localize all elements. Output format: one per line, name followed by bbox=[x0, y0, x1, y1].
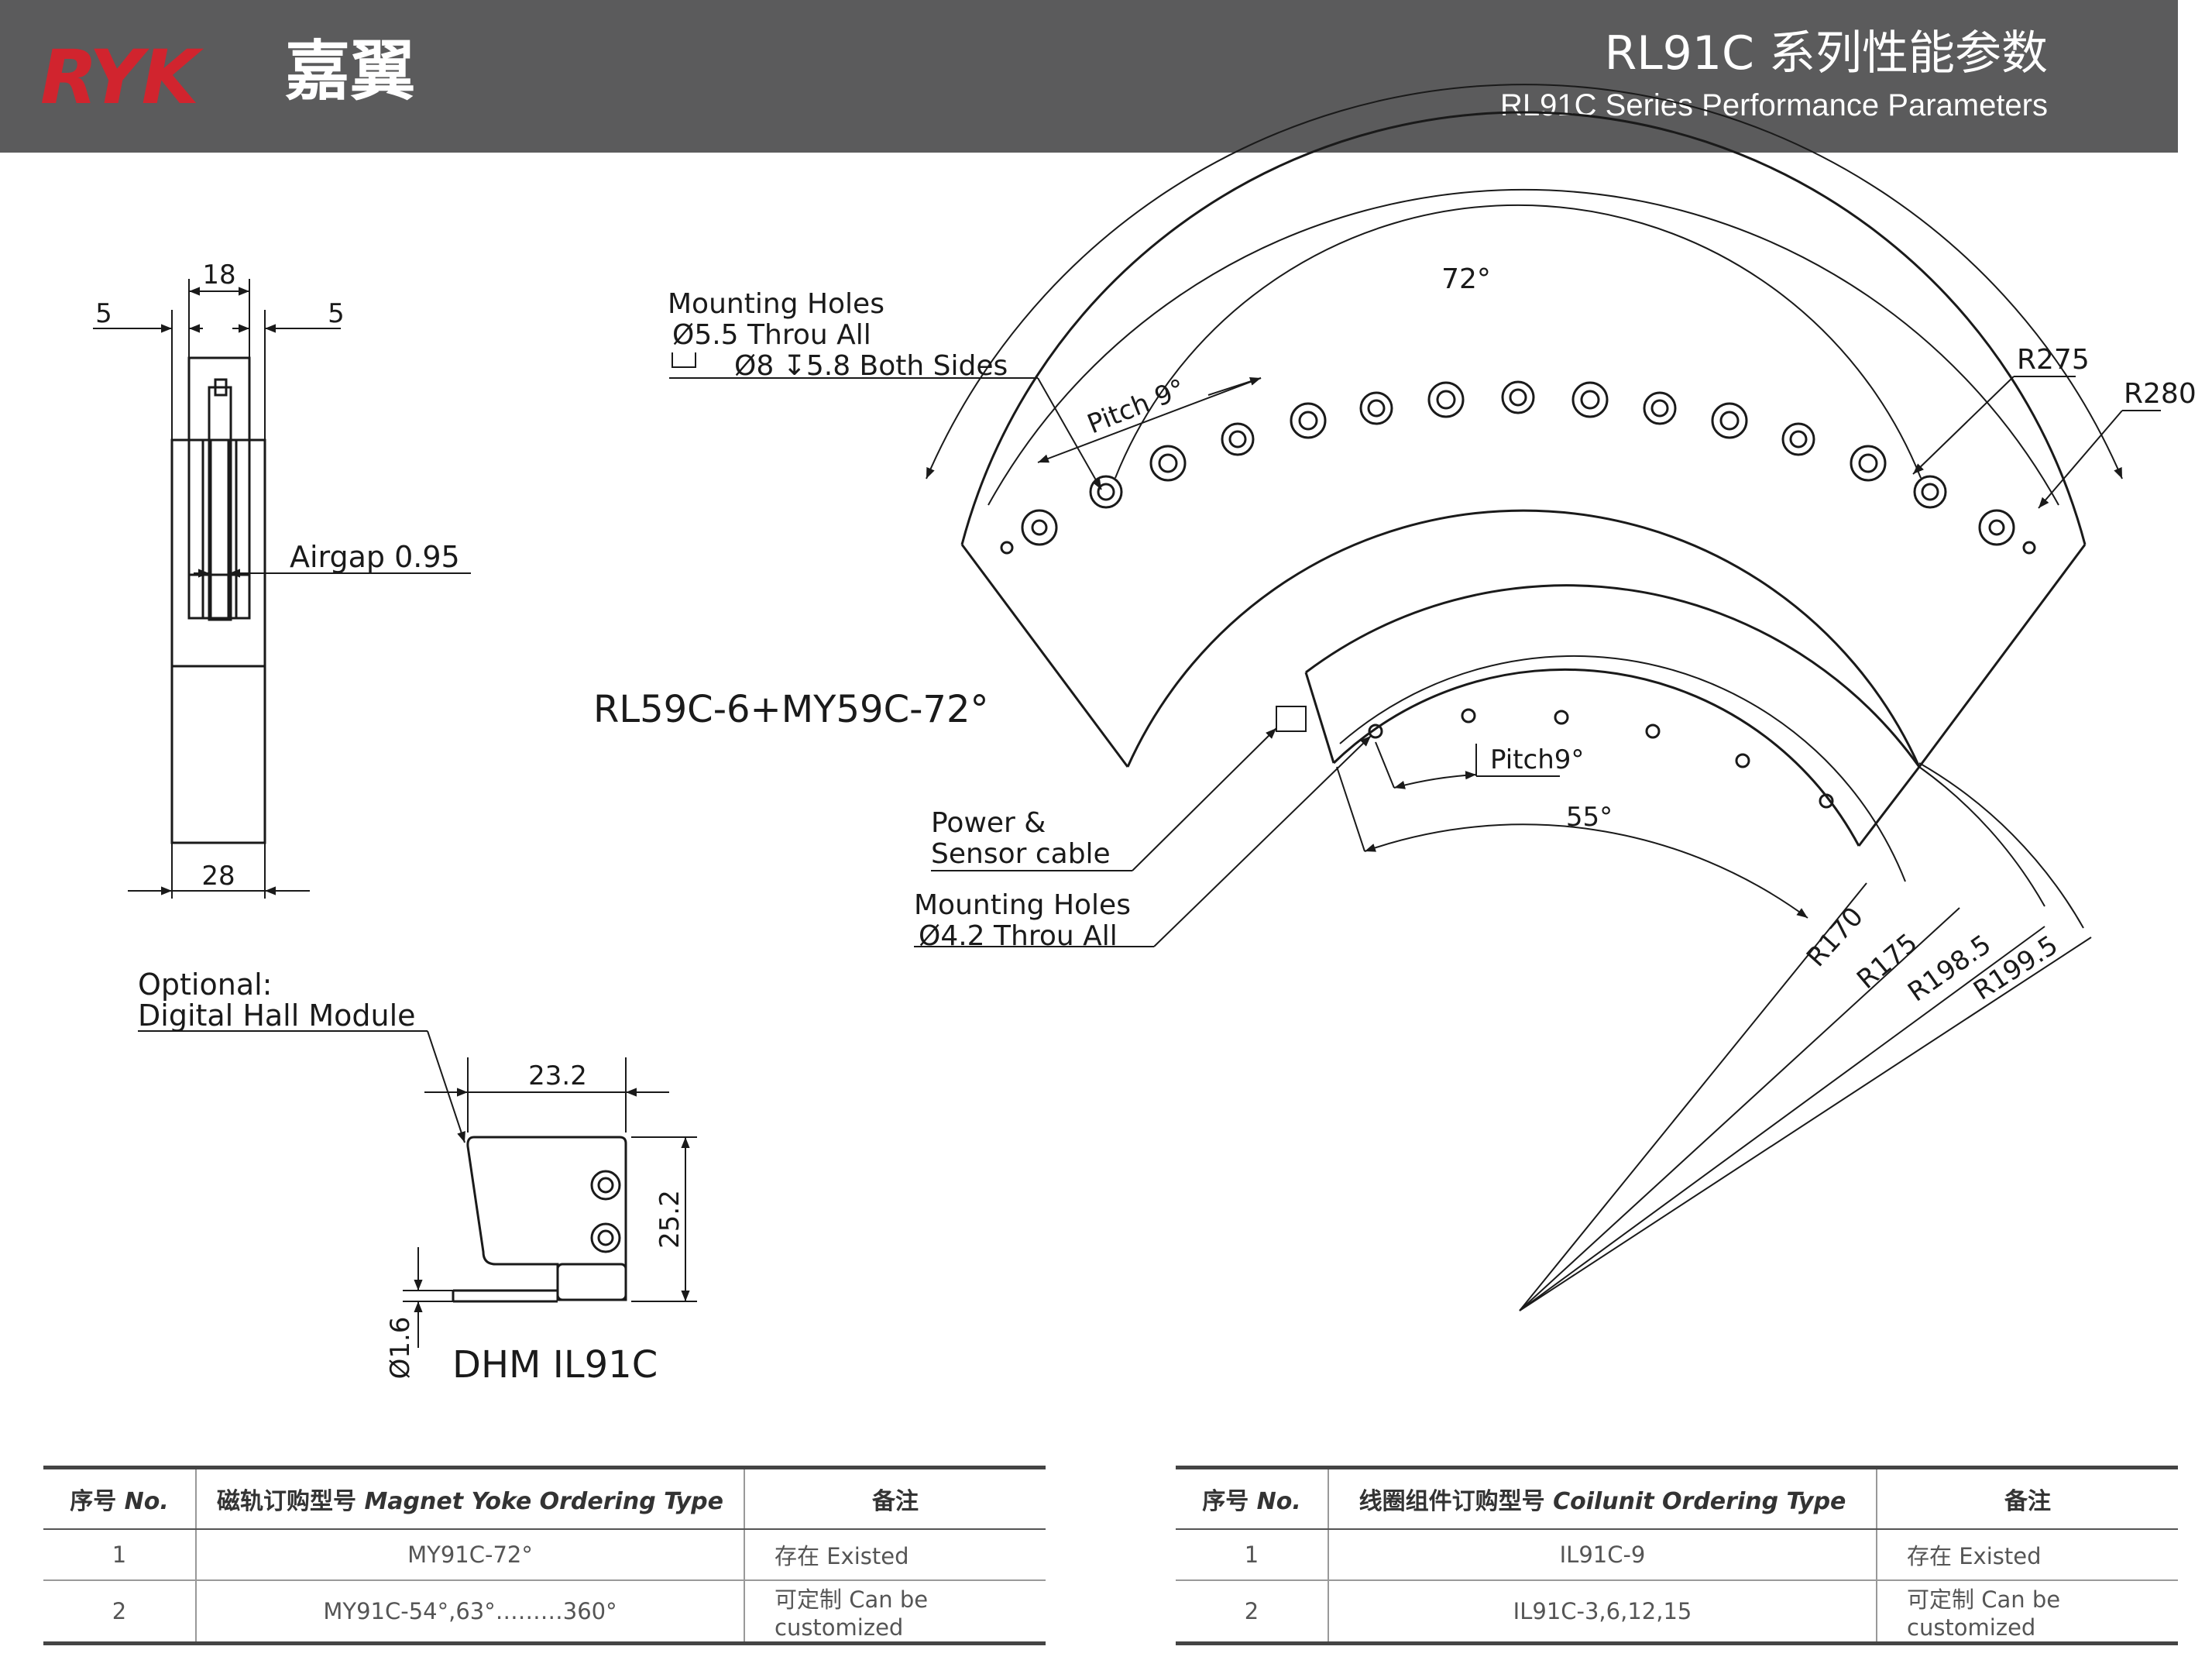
mounting-holes-leader bbox=[669, 352, 1102, 490]
dim-25-2: 25.2 bbox=[654, 1190, 685, 1249]
header-type-cn: 磁轨订购型号 bbox=[216, 1488, 356, 1515]
side-section-view bbox=[93, 279, 471, 899]
cell-type: MY91C-54°,63°………360° bbox=[195, 1580, 744, 1645]
dim-55: 55° bbox=[1566, 802, 1613, 833]
cell-type: IL91C-9 bbox=[1328, 1529, 1877, 1581]
dim-72: 72° bbox=[1441, 263, 1491, 295]
dim-5-right: 5 bbox=[328, 298, 345, 329]
table-row: 1 MY91C-72° 存在 Existed bbox=[43, 1529, 1046, 1581]
hall-module-view bbox=[138, 1030, 697, 1348]
radius-leaders-outer bbox=[1912, 376, 2161, 509]
cell-note: 可定制 Can be customized bbox=[1876, 1580, 2178, 1645]
cell-note: 存在 Existed bbox=[1876, 1529, 2178, 1581]
header-no-en: No. bbox=[1256, 1488, 1301, 1515]
dim-28: 28 bbox=[201, 861, 235, 892]
table-row: 2 MY91C-54°,63°………360° 可定制 Can be custom… bbox=[43, 1580, 1046, 1645]
cell-no: 2 bbox=[1176, 1580, 1328, 1645]
hall-model-label: DHM IL91C bbox=[452, 1343, 658, 1387]
header-type-cn: 线圈组件订购型号 bbox=[1358, 1488, 1545, 1515]
col-header-no: 序号 No. bbox=[1176, 1467, 1328, 1530]
cell-note: 存在 Existed bbox=[744, 1529, 1046, 1581]
coil-mounting-holes bbox=[1368, 708, 1834, 809]
pitch-outer: Pitch 9° bbox=[1083, 373, 1190, 441]
table-header-row: 序号 No. 线圈组件订购型号 Coilunit Ordering Type 备… bbox=[1176, 1467, 2178, 1530]
model-label: RL59C-6+MY59C-72° bbox=[593, 688, 989, 731]
cell-type: IL91C-3,6,12,15 bbox=[1328, 1580, 1877, 1645]
pitch-inner: Pitch9° bbox=[1490, 744, 1584, 775]
dim-5-left: 5 bbox=[95, 298, 112, 329]
magnet-yoke-table: 序号 No. 磁轨订购型号 Magnet Yoke Ordering Type … bbox=[43, 1466, 1046, 1645]
mounting-holes-title: Mounting Holes bbox=[668, 288, 884, 320]
col-header-note: 备注 bbox=[1876, 1467, 2178, 1530]
r275-label: R275 bbox=[2017, 344, 2090, 376]
header-no-en: No. bbox=[124, 1488, 169, 1515]
col-header-type: 线圈组件订购型号 Coilunit Ordering Type bbox=[1328, 1467, 1877, 1530]
radius-lines bbox=[1519, 762, 2092, 1311]
dim-72-deg bbox=[926, 84, 2123, 479]
magnet-mounting-holes bbox=[1000, 204, 2036, 555]
power-cable-leader bbox=[914, 727, 1372, 947]
cell-no: 1 bbox=[1176, 1529, 1328, 1581]
magnet-yoke-arc bbox=[960, 111, 2087, 768]
coil-holes-line: Ø4.2 Throu All bbox=[919, 920, 1118, 952]
table-row: 1 IL91C-9 存在 Existed bbox=[1176, 1529, 2178, 1581]
cell-no: 1 bbox=[43, 1529, 196, 1581]
col-header-no: 序号 No. bbox=[43, 1467, 196, 1530]
cell-type: MY91C-72° bbox=[195, 1529, 744, 1581]
inner-angle-dims bbox=[1336, 741, 1808, 919]
mounting-holes-line1: Ø5.5 Throu All bbox=[672, 319, 871, 351]
r170-label: R170 bbox=[1801, 901, 1870, 973]
dim-cable: Ø1.6 bbox=[385, 1317, 416, 1380]
airgap-label: Airgap 0.95 bbox=[290, 540, 460, 574]
power-cable-line1: Power & bbox=[931, 807, 1046, 839]
ryk-logo: RYK bbox=[40, 34, 199, 121]
table-row: 2 IL91C-3,6,12,15 可定制 Can be customized bbox=[1176, 1580, 2178, 1645]
technical-drawing: 18 5 5 Airgap 0.95 28 Optional: Digital … bbox=[93, 84, 2197, 1387]
coil-holes-title: Mounting Holes bbox=[914, 889, 1131, 921]
col-header-note: 备注 bbox=[744, 1467, 1046, 1530]
logo-chinese-name: 嘉翼 bbox=[285, 33, 416, 109]
header-type-en: Coilunit Ordering Type bbox=[1553, 1488, 1846, 1515]
pitch-outer-dim bbox=[1037, 376, 1262, 463]
page-title-cn: RL91C 系列性能参数 bbox=[1604, 26, 2048, 81]
power-cable-line2: Sensor cable bbox=[931, 838, 1111, 870]
header-no-cn: 序号 bbox=[1202, 1488, 1249, 1515]
header-type-en: Magnet Yoke Ordering Type bbox=[364, 1488, 723, 1515]
dim-23-2: 23.2 bbox=[528, 1060, 587, 1091]
hall-optional-label: Optional: bbox=[138, 968, 272, 1002]
coil-unit-arc bbox=[1276, 584, 1921, 882]
col-header-type: 磁轨订购型号 Magnet Yoke Ordering Type bbox=[195, 1467, 744, 1530]
header-bar: RYK 嘉翼 RL91C 系列性能参数 RL91C Series Perform… bbox=[0, 0, 2178, 153]
cell-no: 2 bbox=[43, 1580, 196, 1645]
header-no-cn: 序号 bbox=[70, 1488, 117, 1515]
hall-module-label: Digital Hall Module bbox=[138, 998, 416, 1033]
r280-label: R280 bbox=[2124, 378, 2197, 410]
coil-unit-table: 序号 No. 线圈组件订购型号 Coilunit Ordering Type 备… bbox=[1176, 1466, 2178, 1645]
mounting-holes-line2: Ø8 ↧5.8 Both Sides bbox=[734, 350, 1008, 382]
dim-18: 18 bbox=[202, 260, 235, 290]
table-header-row: 序号 No. 磁轨订购型号 Magnet Yoke Ordering Type … bbox=[43, 1467, 1046, 1530]
cell-note: 可定制 Can be customized bbox=[744, 1580, 1046, 1645]
